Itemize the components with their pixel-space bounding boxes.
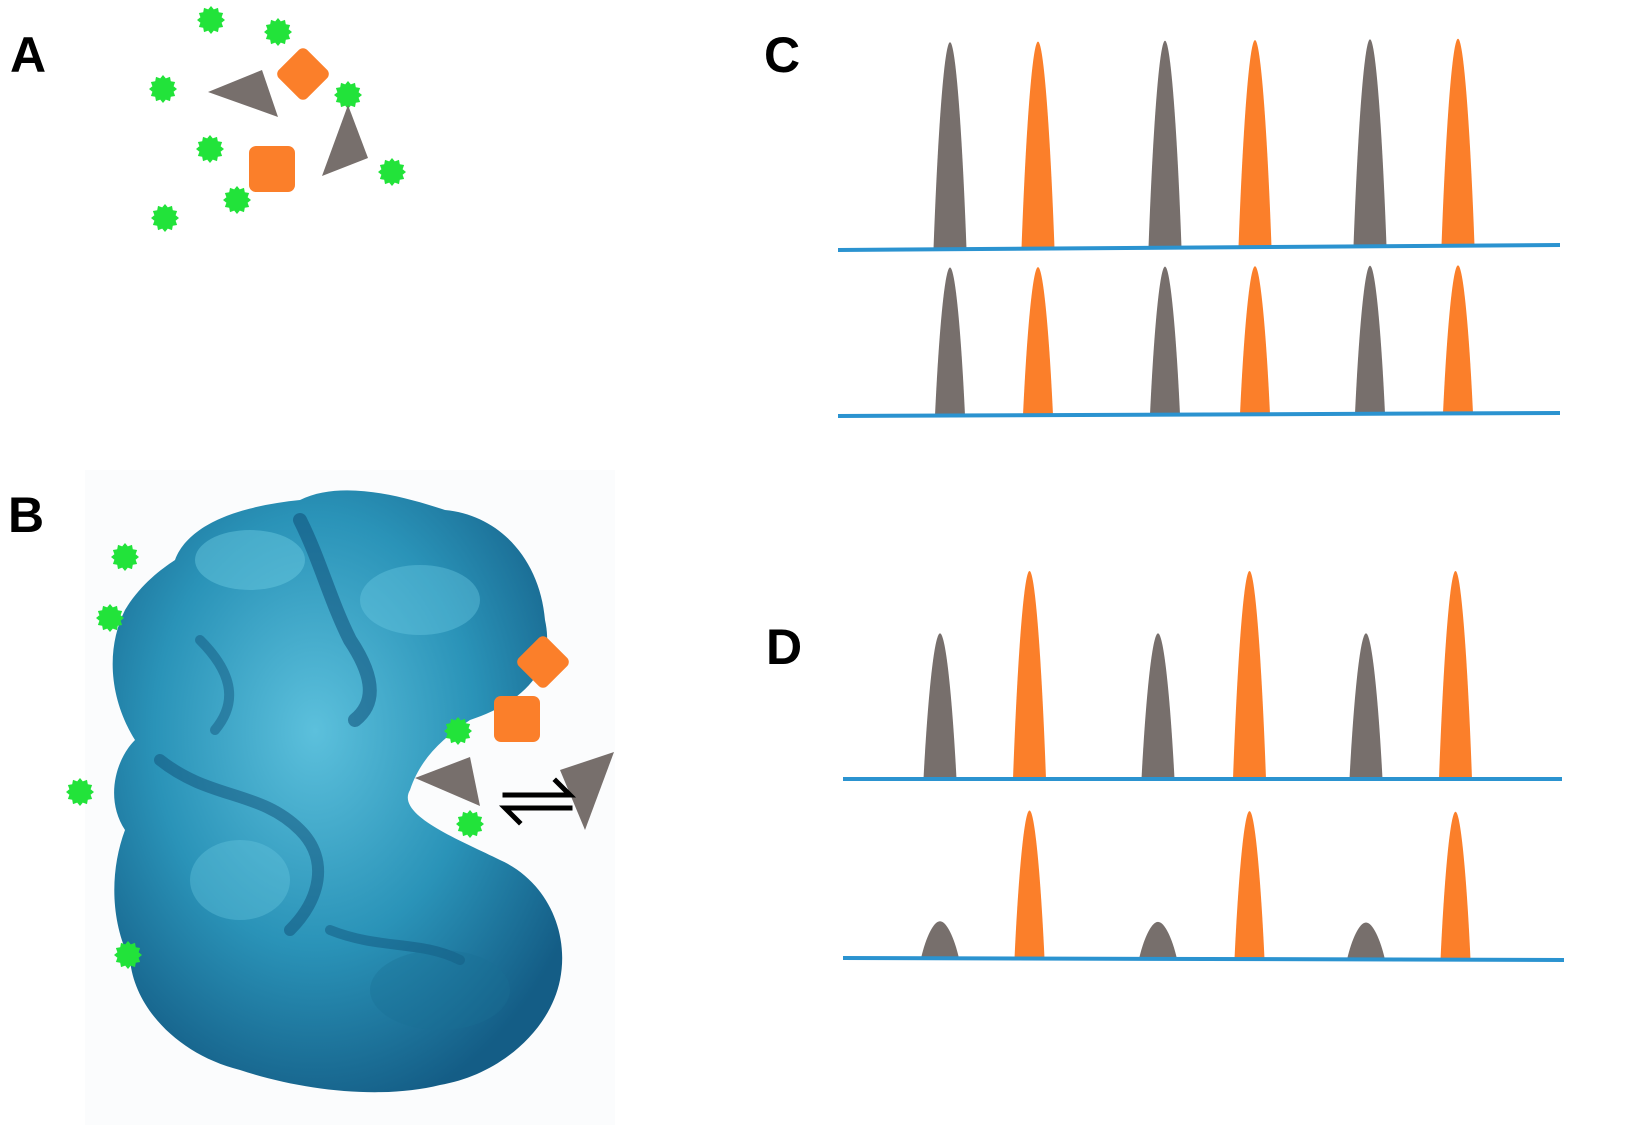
peak-gray <box>921 921 959 959</box>
green-dot-icon <box>151 204 179 232</box>
peak-orange <box>1014 810 1045 959</box>
protein-highlight <box>195 530 305 590</box>
peak-gray <box>935 267 965 416</box>
green-dot-icon <box>223 186 251 214</box>
peak-gray <box>1148 40 1182 248</box>
orange-diamond-icon <box>517 636 569 688</box>
peak-gray <box>1141 633 1175 779</box>
green-dot-icon <box>197 6 225 34</box>
protein-groove <box>325 925 465 965</box>
panel-label-c: C <box>764 27 801 83</box>
orange-diamond-icon <box>277 48 329 100</box>
green-dot-icon <box>196 135 224 163</box>
peak-orange <box>1441 38 1475 246</box>
panel-d-chromatograms <box>842 571 1565 962</box>
peak-gray <box>1349 633 1383 779</box>
panel-c-chromatograms <box>837 38 1561 418</box>
green-dot-icon <box>111 543 139 571</box>
peak-gray <box>933 42 967 250</box>
peak-orange <box>1233 571 1266 779</box>
chromatogram-baseline <box>837 243 1561 252</box>
peak-orange <box>1021 41 1055 249</box>
peak-orange <box>1240 266 1270 415</box>
panel-b-protein-binding <box>66 470 615 1125</box>
protein-groove <box>195 635 235 735</box>
gray-triangle-icon <box>560 752 614 830</box>
peak-gray <box>1139 921 1177 959</box>
gray-triangle-icon <box>208 70 278 117</box>
green-dot-icon <box>96 604 124 632</box>
peak-orange <box>1023 267 1053 416</box>
green-dot-icon <box>66 778 94 806</box>
protein-groove <box>293 513 377 727</box>
peak-gray <box>923 633 957 779</box>
orange-square-icon <box>249 146 295 192</box>
protein-shadow <box>370 950 510 1030</box>
protein-highlight <box>360 565 480 635</box>
reverse-arrow <box>498 805 573 826</box>
protein-groove <box>154 754 325 936</box>
protein-surface-icon <box>112 490 563 1093</box>
peak-orange <box>1440 811 1471 960</box>
peak-orange <box>1234 811 1265 960</box>
green-dot-icon <box>334 81 362 109</box>
peak-orange <box>1443 265 1473 414</box>
peak-orange <box>1013 571 1046 779</box>
green-dot-icon <box>149 75 177 103</box>
peak-orange <box>1439 571 1472 779</box>
orange-square-icon <box>494 696 540 742</box>
green-dot-icon <box>264 18 292 46</box>
peak-gray <box>1150 266 1180 415</box>
protein-highlight <box>190 840 290 920</box>
gray-triangle-icon <box>415 757 480 806</box>
panel-label-d: D <box>766 619 803 675</box>
green-dot-icon <box>114 941 142 969</box>
chromatogram-baseline <box>842 956 1565 962</box>
panel-b-ligands <box>66 543 614 969</box>
peak-gray <box>1353 39 1387 247</box>
panel-a-free-ligands <box>149 6 406 232</box>
forward-arrow <box>502 777 577 798</box>
panel-label-a: A <box>10 27 47 83</box>
green-dot-icon <box>456 810 484 838</box>
peak-orange <box>1238 40 1272 248</box>
peak-gray <box>1355 265 1385 414</box>
protein-body <box>112 490 563 1093</box>
equilibrium-arrows-icon <box>498 777 577 826</box>
chromatogram-baseline <box>837 411 1561 418</box>
green-dot-icon <box>378 158 406 186</box>
gray-triangle-icon <box>322 105 368 176</box>
peak-gray <box>1347 922 1385 960</box>
panel-label-b: B <box>8 487 45 543</box>
green-dot-icon <box>444 717 472 745</box>
